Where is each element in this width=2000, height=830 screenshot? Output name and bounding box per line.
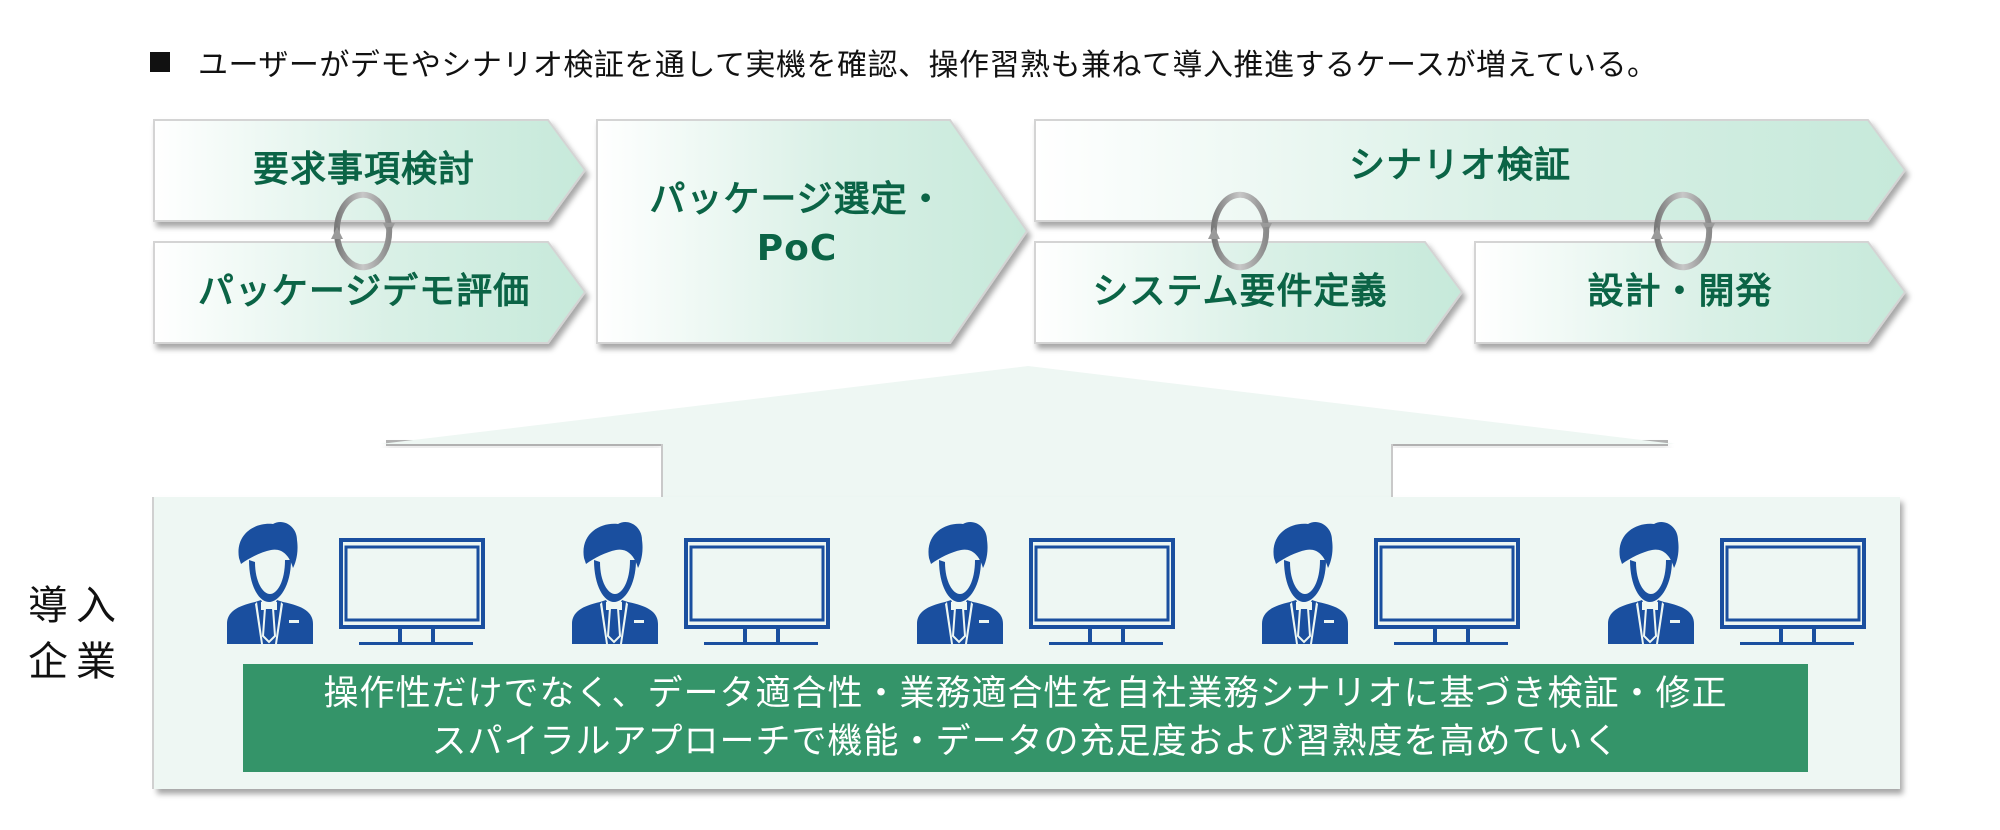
monitor-icon [1720,538,1866,646]
phase2-label-line1: パッケージ選定・ [649,179,945,221]
businessman-icon [917,521,1003,644]
up-arrow [380,366,1675,500]
businessman-icon [572,521,658,644]
phase3-top-label: シナリオ検証 [1348,144,1571,186]
company-label: 導入 企業 [28,578,128,690]
headline: ユーザーがデモやシナリオ検証を通して実機を確認、操作習熟も兼ねて導入推進するケー… [150,40,1658,84]
businessman-icon [227,521,313,644]
phase1-bottom-label: パッケージデモ評価 [197,270,531,312]
businessman-icon [1262,521,1348,644]
phase2-label: パッケージ選定・ PoC [597,150,997,300]
phase1-top-label: 要求事項検討 [252,148,475,190]
monitor-icon [1374,538,1520,646]
phase3-bottom-right-label: 設計・開発 [1587,270,1773,312]
monitor-icon [339,538,485,646]
phase3-bottom-left-label: システム要件定義 [1092,270,1388,312]
phase2-label-line2: PoC [756,228,838,269]
cycle-arrows-icon [1651,191,1715,271]
black-square-icon [150,52,170,72]
user-workstation-4 [1250,520,1520,646]
user-workstation-1 [215,520,485,646]
phase1-top-chevron [153,119,587,222]
headline-text: ユーザーがデモやシナリオ検証を通して実機を確認、操作習熟も兼ねて導入推進するケー… [198,48,1658,83]
monitor-icon [684,538,830,646]
user-workstation-2 [560,520,830,646]
phase3-bottom-right-chevron [1474,241,1907,344]
company-label-line1: 導入 [28,583,124,629]
user-workstation-5 [1596,520,1866,646]
approach-banner: 操作性だけでなく、データ適合性・業務適合性を自社業務シナリオに基づき検証・修正 … [243,664,1808,772]
cycle-arrows-icon [1208,191,1272,271]
banner-line1: 操作性だけでなく、データ適合性・業務適合性を自社業務シナリオに基づき検証・修正 [323,674,1728,714]
monitor-icon [1029,538,1175,646]
phase1-bottom-chevron [153,241,587,344]
phase3-bottom-left-chevron [1034,241,1464,344]
businessman-icon [1608,521,1694,644]
banner-line2: スパイラルアプローチで機能・データの充足度および習熟度を高めていく [431,722,1620,762]
user-workstation-3 [905,520,1175,646]
company-label-line2: 企業 [28,639,124,685]
cycle-arrows-icon [331,191,395,271]
phase2-chevron [596,119,1029,344]
